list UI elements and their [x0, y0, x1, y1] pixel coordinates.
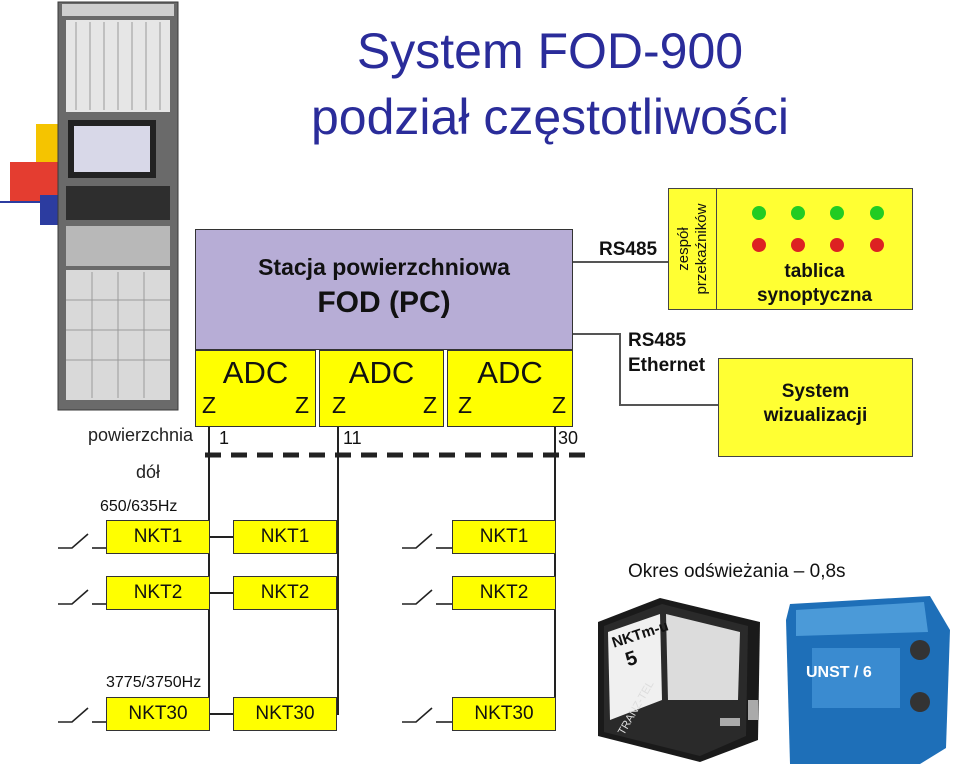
surface-station-box: Stacja powierzchniowa FOD (PC) [195, 229, 573, 350]
switch-icon [58, 589, 89, 605]
led-green-icon [791, 206, 805, 220]
adc-label: ADC [348, 355, 415, 390]
nkt1-box: NKT1 [233, 520, 337, 554]
switch-icon [402, 533, 433, 549]
switch-icon [58, 533, 89, 549]
station-label-1: Stacja powierzchniowa [258, 254, 510, 280]
frequency-top: 650/635Hz [100, 498, 178, 515]
channel-middle: 11 [343, 428, 362, 448]
led-green-icon [870, 206, 884, 220]
relay-group-label: zespół przekaźników [675, 203, 710, 295]
title-line-2: podział częstotliwości [311, 89, 789, 145]
adc-label: ADC [222, 355, 289, 390]
nkt30-box: NKT30 [106, 697, 210, 731]
bottom-label: dół [136, 462, 161, 482]
device2-name: UNST / 6 [806, 664, 872, 681]
synoptic-board-box: tablica synoptyczna [716, 188, 913, 310]
led-red-icon [791, 238, 805, 252]
board-label-1: tablica [784, 261, 845, 282]
nkt2-box: NKT2 [452, 576, 556, 610]
switch-icon [58, 707, 89, 723]
z-input-label: Z [332, 392, 347, 418]
nkt1-box: NKT1 [452, 520, 556, 554]
led-green-icon [752, 206, 766, 220]
switch-icon [402, 589, 433, 605]
refresh-period: Okres odświeżania – 0,8s [628, 561, 846, 582]
led-red-icon [870, 238, 884, 252]
z-input-label: Z [458, 392, 473, 418]
board-label-2: synoptyczna [756, 285, 873, 306]
rs485-top-label: RS485 [599, 239, 658, 260]
switch-icon [402, 707, 433, 723]
channel-first: 1 [219, 428, 230, 448]
nkt2-box: NKT2 [106, 576, 210, 610]
adc-module-3: ADC Z Z [447, 350, 573, 427]
title-line-1: System FOD-900 [356, 23, 744, 79]
adc-label: ADC [477, 355, 543, 390]
led-red-icon [752, 238, 766, 252]
visualization-box: System wizualizacji [718, 358, 913, 457]
channel-last: 30 [558, 428, 579, 448]
surface-label: powierzchnia [88, 425, 194, 445]
frequency-bottom: 3775/3750Hz [106, 674, 202, 691]
nkt2-box: NKT2 [233, 576, 337, 610]
station-label-2: FOD (PC) [317, 286, 451, 319]
relay-group-box: zespół przekaźników [668, 188, 718, 310]
nkt30-box: NKT30 [452, 697, 556, 731]
nkt1-box: NKT1 [106, 520, 210, 554]
adc-module-2: ADC Z Z [319, 350, 444, 427]
z-input-label: Z [422, 392, 437, 418]
visualization-label-2: wizualizacji [763, 405, 868, 426]
ethernet-label: Ethernet [628, 355, 706, 376]
visualization-label-1: System [781, 381, 850, 402]
rs485-label: RS485 [628, 330, 687, 351]
led-red-icon [830, 238, 844, 252]
led-green-icon [830, 206, 844, 220]
adc-module-1: ADC Z Z [195, 350, 316, 427]
z-input-label: Z [551, 392, 566, 418]
z-input-label: Z [294, 392, 309, 418]
z-input-label: Z [202, 392, 217, 418]
nkt30-box: NKT30 [233, 697, 337, 731]
